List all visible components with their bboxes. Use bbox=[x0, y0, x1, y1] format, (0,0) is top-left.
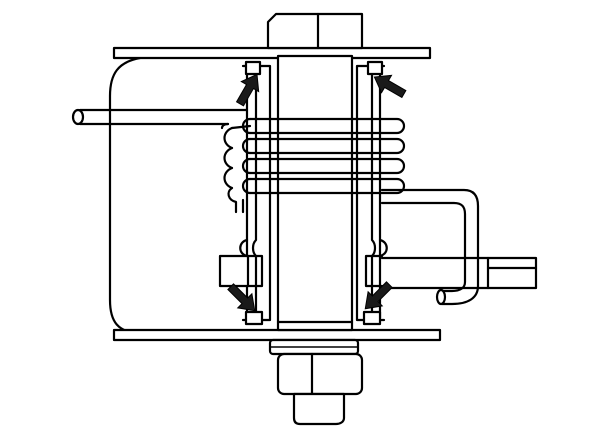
left-top-pad bbox=[244, 60, 262, 76]
right-sleeve-bulge bbox=[378, 238, 388, 258]
arrow-icon bbox=[364, 281, 393, 310]
arrow-icon bbox=[227, 283, 256, 312]
top-plate bbox=[112, 46, 432, 60]
left-clamp-block bbox=[218, 254, 250, 288]
arrow-icon bbox=[373, 74, 407, 99]
left-sleeve-bulge bbox=[239, 238, 249, 258]
right-clamp-bracket bbox=[364, 254, 384, 288]
left-clamp-bracket bbox=[246, 254, 264, 288]
bottom-hex-nut bbox=[276, 352, 364, 426]
left-bottom-pad bbox=[244, 310, 264, 326]
outer-bracket bbox=[108, 56, 142, 336]
bottom-plate bbox=[112, 328, 442, 342]
bottom-washer bbox=[268, 338, 360, 356]
right-terminal-rod bbox=[380, 256, 538, 290]
right-top-pad bbox=[366, 60, 384, 76]
arrow-icon bbox=[235, 73, 260, 107]
coil-winding bbox=[223, 117, 406, 214]
right-bottom-pad bbox=[362, 310, 382, 326]
lead-wire-left bbox=[71, 108, 248, 130]
top-hex-nut bbox=[266, 12, 364, 50]
lead-wire-right bbox=[380, 188, 480, 306]
